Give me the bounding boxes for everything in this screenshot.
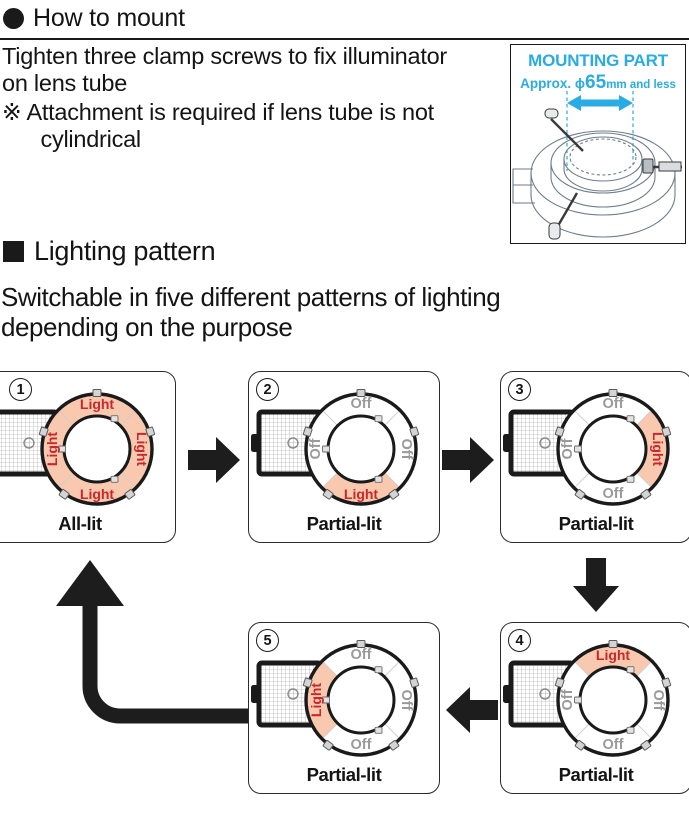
- svg-text:Off: Off: [603, 486, 624, 502]
- header-divider-rule: [0, 38, 689, 40]
- panel-caption: Partial-lit: [306, 764, 382, 785]
- section-title-text: Lighting pattern: [34, 236, 216, 266]
- svg-text:Light: Light: [44, 432, 60, 467]
- mounting-diameter-value: 65: [585, 72, 607, 93]
- mounting-approx-label: Approx.: [520, 76, 572, 91]
- mounting-part-illustration-svg: [512, 91, 682, 240]
- svg-text:Off: Off: [398, 690, 414, 711]
- mount-line-1: Tighten three clamp screws to fix illumi…: [2, 43, 447, 69]
- section-heading-lighting-pattern: Lighting pattern: [3, 236, 216, 266]
- panel-caption: Partial-lit: [558, 764, 634, 785]
- svg-text:Light: Light: [344, 486, 379, 502]
- svg-text:Off: Off: [351, 396, 372, 412]
- svg-text:Off: Off: [560, 689, 576, 710]
- mount-note-line-2: cylindrical: [40, 126, 141, 153]
- panel-number-badge: 2: [256, 378, 279, 401]
- arrow-right-icon-2-to-3: [442, 437, 494, 483]
- svg-text:Light: Light: [80, 486, 115, 502]
- panel-number-badge: 5: [256, 629, 279, 652]
- panel-number-badge: 1: [9, 378, 32, 401]
- lighting-desc-line-2: depending on the purpose: [1, 311, 293, 342]
- mounting-diameter-unit: mm and less: [606, 79, 676, 91]
- diameter-arrow-icon: [567, 95, 633, 111]
- arrow-right-icon-1-to-2: [188, 437, 240, 483]
- svg-text:Off: Off: [650, 690, 666, 711]
- note-mark-icon: ※: [2, 98, 22, 125]
- svg-text:Light: Light: [80, 396, 115, 412]
- svg-text:Light: Light: [308, 683, 324, 718]
- mounting-part-subtitle: Approx. ϕ65mm and less: [511, 72, 685, 94]
- svg-text:Off: Off: [351, 647, 372, 663]
- panel-caption: All-lit: [58, 513, 102, 534]
- clamp-screw-icons: [544, 108, 682, 240]
- panel-caption: Partial-lit: [558, 513, 634, 534]
- panel-caption: Partial-lit: [306, 513, 382, 534]
- panel-number-badge: 4: [508, 629, 531, 652]
- svg-text:Light: Light: [134, 432, 150, 467]
- arrow-down-icon-3-to-4: [573, 558, 619, 612]
- mounting-part-title: MOUNTING PART: [528, 51, 668, 70]
- arrow-loop-icon-5-to-1: [56, 560, 248, 724]
- svg-text:Off: Off: [308, 438, 324, 459]
- filled-square-bullet-icon: [3, 241, 24, 262]
- mount-note: ※ Attachment is required if lens tube is…: [2, 99, 502, 154]
- filled-circle-bullet-icon: [3, 8, 24, 29]
- svg-text:Off: Off: [603, 737, 624, 753]
- svg-text:Off: Off: [398, 439, 414, 460]
- mount-line-2: on lens tube: [2, 70, 128, 97]
- lighting-desc-line-1: Switchable in five different patterns of…: [1, 282, 501, 312]
- svg-text:Light: Light: [596, 647, 631, 663]
- phi-symbol-icon: ϕ: [574, 76, 586, 91]
- arrow-left-icon-4-to-5: [446, 687, 498, 733]
- svg-text:Off: Off: [351, 737, 372, 753]
- mounting-part-diagram: MOUNTING PART Approx. ϕ65mm and less: [510, 44, 686, 244]
- section-heading-how-to-mount: How to mount: [3, 6, 185, 31]
- svg-text:Off: Off: [560, 438, 576, 459]
- svg-text:Off: Off: [603, 396, 624, 412]
- panel-number-badge: 3: [508, 378, 531, 401]
- lighting-description: Switchable in five different patterns of…: [1, 282, 689, 343]
- svg-text:Light: Light: [650, 432, 666, 467]
- mount-instructions: Tighten three clamp screws to fix illumi…: [2, 43, 502, 154]
- mount-note-line-1: Attachment is required if lens tube is n…: [26, 98, 434, 125]
- section-title-text: How to mount: [33, 4, 185, 32]
